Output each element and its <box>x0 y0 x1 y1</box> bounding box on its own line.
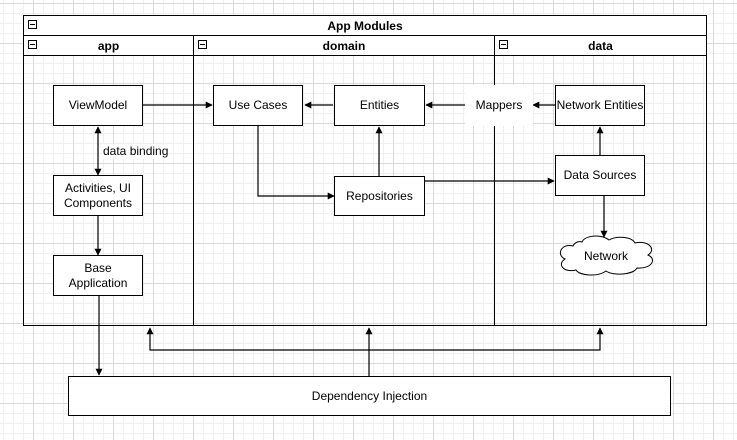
data-binding-label: data binding <box>102 144 170 159</box>
collapse-icon[interactable] <box>198 40 207 49</box>
edge-di-app[interactable] <box>146 327 369 351</box>
collapse-icon[interactable] <box>28 40 37 49</box>
lane-domain-header[interactable]: domain <box>193 35 495 56</box>
lane-data-title: data <box>588 38 613 53</box>
dependency-injection-node[interactable]: Dependency Injection <box>68 376 671 416</box>
dependency-injection-label: Dependency Injection <box>311 388 428 403</box>
activities-ui-components-label: Activities, UI Components <box>63 180 133 210</box>
edge-di-data[interactable] <box>369 327 604 351</box>
use-cases-label: Use Cases <box>228 98 288 112</box>
network-entities-label: Network Entities <box>556 98 644 112</box>
base-application-node[interactable]: Base Application <box>53 255 143 296</box>
data-sources-label: Data Sources <box>563 168 637 182</box>
lane-data-header[interactable]: data <box>494 35 707 56</box>
viewmodel-node[interactable]: ViewModel <box>53 85 143 126</box>
collapse-icon[interactable] <box>499 40 508 49</box>
viewmodel-label: ViewModel <box>68 98 128 112</box>
network-cloud-shape[interactable] <box>559 235 653 276</box>
edge-usecases-repositories[interactable] <box>257 126 335 200</box>
entities-label: Entities <box>359 98 400 112</box>
entities-node[interactable]: Entities <box>334 85 425 126</box>
lane-domain-title: domain <box>322 38 366 53</box>
network-label: Network <box>583 249 628 263</box>
network-node[interactable]: Network <box>560 245 652 267</box>
repositories-label: Repositories <box>346 188 413 203</box>
mappers-node[interactable]: Mappers <box>465 85 533 126</box>
data-sources-node[interactable]: Data Sources <box>555 155 645 196</box>
collapse-icon[interactable] <box>28 20 37 29</box>
use-cases-node[interactable]: Use Cases <box>213 85 303 126</box>
activities-ui-components-node[interactable]: Activities, UI Components <box>53 175 143 216</box>
app-modules-title: App Modules <box>327 18 403 33</box>
lane-app-title: app <box>97 38 120 53</box>
repositories-node[interactable]: Repositories <box>334 176 425 216</box>
lane-app-header[interactable]: app <box>23 35 194 56</box>
network-entities-node[interactable]: Network Entities <box>555 85 645 126</box>
base-application-label: Base Application <box>68 260 128 290</box>
mappers-label: Mappers <box>475 98 523 112</box>
